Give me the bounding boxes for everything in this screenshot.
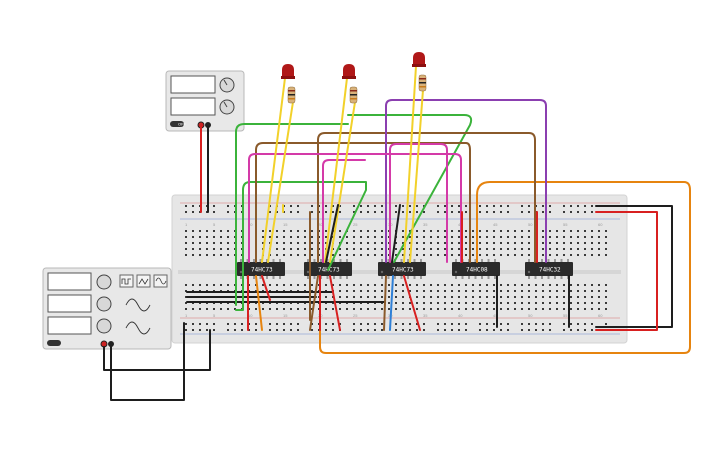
chip-74hc73-1[interactable]: 74HC73 bbox=[237, 259, 285, 279]
led-1 bbox=[281, 64, 295, 79]
wire-yellow bbox=[324, 77, 348, 263]
column-number: 5 bbox=[213, 222, 216, 227]
sine-wave-icon bbox=[153, 274, 168, 288]
chip-label: 74HC73 bbox=[392, 267, 414, 274]
dc-power-supply[interactable]: OFF bbox=[165, 70, 245, 132]
resistor-1 bbox=[287, 86, 296, 104]
wire-yellow bbox=[267, 101, 294, 263]
column-number: 15 bbox=[283, 222, 288, 227]
wire-yellow bbox=[329, 101, 356, 263]
column-number: 5 bbox=[213, 313, 216, 318]
led-2 bbox=[342, 64, 356, 79]
column-number: 35 bbox=[423, 222, 428, 227]
chip-label: 74HC73 bbox=[251, 267, 273, 274]
svg-text:OFF: OFF bbox=[178, 122, 187, 127]
column-number: 50 bbox=[528, 313, 533, 318]
chip-74hc73-3[interactable]: 74HC73 bbox=[378, 259, 426, 279]
led-3 bbox=[412, 52, 426, 67]
column-number: 55 bbox=[563, 313, 568, 318]
wire-green bbox=[235, 123, 349, 306]
wire-green bbox=[347, 114, 473, 263]
wire-magenta bbox=[248, 153, 462, 263]
wire-red bbox=[595, 211, 658, 331]
column-number: 1 bbox=[185, 313, 188, 318]
offset-display bbox=[47, 316, 92, 335]
power-supply-power-button bbox=[170, 121, 184, 127]
negative-terminal bbox=[205, 122, 211, 128]
amplitude-display bbox=[47, 294, 92, 313]
voltage-display bbox=[170, 75, 216, 94]
wire-black bbox=[595, 205, 673, 328]
wire-red bbox=[403, 275, 421, 331]
chip-74hc08-4[interactable]: 74HC08 bbox=[452, 259, 500, 279]
wire-yellow bbox=[261, 77, 286, 263]
chip-label: 74HC32 bbox=[539, 267, 561, 274]
column-number: 55 bbox=[563, 222, 568, 227]
column-number: 60 bbox=[598, 313, 603, 318]
chip-74hc32-5[interactable]: 74HC32 bbox=[525, 259, 573, 279]
resistor-2 bbox=[349, 86, 358, 104]
wire-magenta bbox=[322, 159, 366, 263]
frequency-display bbox=[47, 272, 92, 291]
square-wave-icon bbox=[119, 274, 134, 288]
wire-brown bbox=[317, 132, 536, 263]
function-generator[interactable] bbox=[42, 267, 172, 350]
fg-negative-terminal bbox=[108, 341, 114, 347]
column-number: 1 bbox=[185, 222, 188, 227]
wire-red bbox=[329, 275, 341, 331]
wire-yellow bbox=[409, 89, 424, 263]
wire-green bbox=[235, 181, 367, 311]
waveform-preview-2 bbox=[125, 321, 151, 335]
wire-blue bbox=[389, 275, 394, 331]
wire-black bbox=[110, 322, 185, 401]
resistors[interactable] bbox=[287, 74, 427, 104]
wire-purple bbox=[385, 99, 547, 263]
column-number: 10 bbox=[248, 313, 253, 318]
wire-yellow bbox=[403, 65, 417, 263]
wire-red bbox=[261, 275, 271, 301]
function-generator-power-button bbox=[47, 340, 61, 346]
column-number: 15 bbox=[283, 313, 288, 318]
column-number: 60 bbox=[598, 222, 603, 227]
leds[interactable] bbox=[281, 52, 426, 79]
wire-orange bbox=[319, 181, 691, 354]
column-number: 45 bbox=[493, 313, 498, 318]
column-number: 25 bbox=[353, 222, 358, 227]
wire-orange bbox=[255, 275, 263, 331]
chip-label: 74HC08 bbox=[466, 267, 488, 274]
wire-black bbox=[325, 204, 339, 263]
column-number: 35 bbox=[423, 313, 428, 318]
current-display bbox=[170, 97, 216, 116]
column-number: 40 bbox=[458, 313, 463, 318]
column-number: 25 bbox=[353, 313, 358, 318]
column-number: 10 bbox=[248, 222, 253, 227]
wire-brown bbox=[309, 275, 319, 331]
column-number: 45 bbox=[493, 222, 498, 227]
resistor-3 bbox=[418, 74, 427, 92]
amplitude-knob bbox=[96, 296, 112, 312]
wire-brown bbox=[255, 142, 471, 263]
column-number: 20 bbox=[318, 222, 323, 227]
frequency-knob bbox=[96, 274, 112, 290]
wires[interactable] bbox=[103, 65, 691, 401]
offset-knob bbox=[96, 318, 112, 334]
column-number: 50 bbox=[528, 222, 533, 227]
waveform-preview-1 bbox=[125, 298, 151, 312]
wire-brown bbox=[383, 275, 387, 331]
wire-red bbox=[103, 329, 211, 371]
wire-black bbox=[391, 204, 401, 263]
